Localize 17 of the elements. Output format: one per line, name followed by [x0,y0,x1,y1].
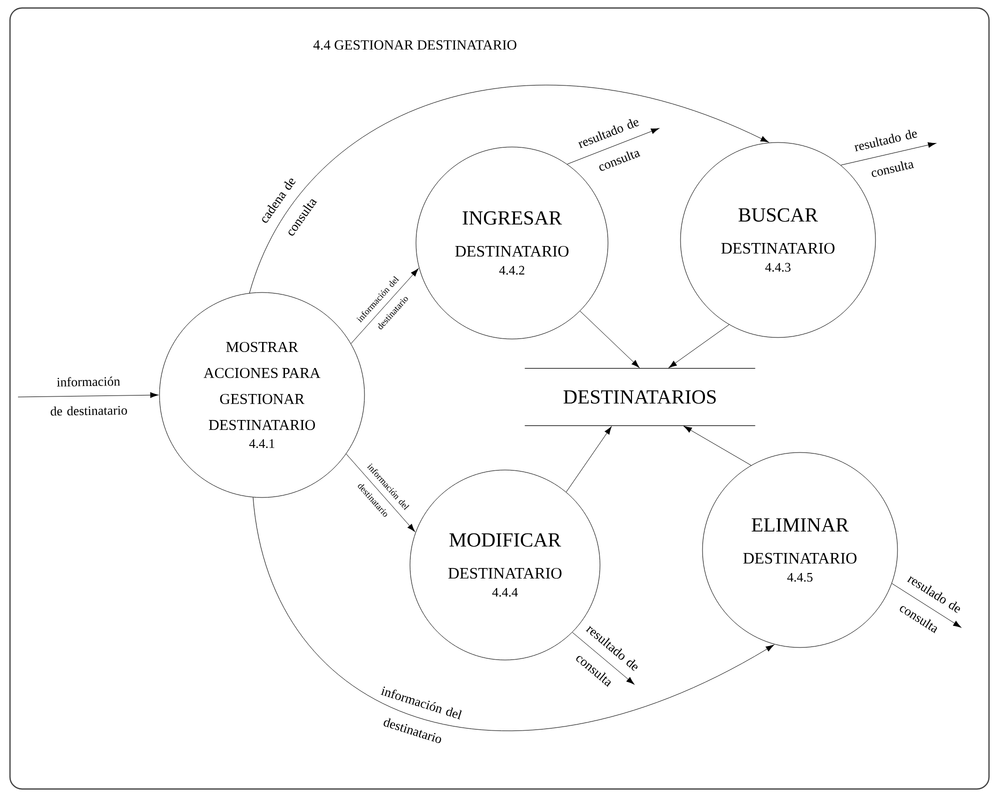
arrow [346,454,415,532]
arrow [249,85,769,294]
arrow [350,268,419,344]
arrow [892,583,962,628]
arrow [18,392,158,398]
data-store: DESTINATARIOS [524,368,756,426]
arrow [572,632,634,684]
edge-label: resultado de consulta [854,130,918,177]
arrow [668,324,730,368]
arrow [566,426,612,492]
title: 4.4 GESTIONAR DESTINATARIO [313,40,516,50]
arrow [580,310,640,368]
arrow [840,142,936,166]
arrow [566,128,660,164]
arrow [252,497,774,731]
edge-label: información de destinatario [50,376,127,416]
arrow [684,426,752,466]
